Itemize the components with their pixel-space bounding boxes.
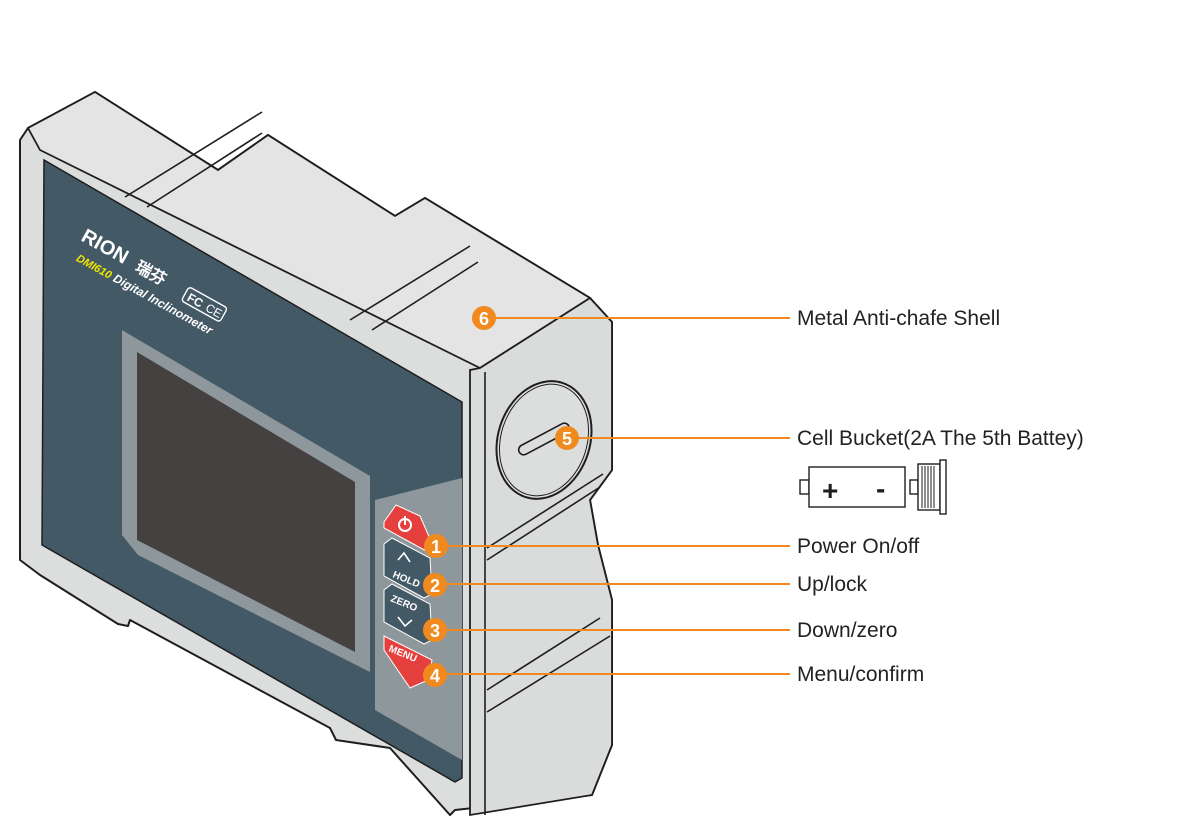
callout-badge-4: 4 [423,663,447,687]
fc-mark: FC [185,290,206,310]
callout-label-shell: Metal Anti-chafe Shell [797,307,1001,330]
callout-label-power: Power On/off [797,535,920,558]
callout-badge-2: 2 [423,573,447,597]
battery-cap-slot [517,422,571,456]
battery-cap-icon [917,463,941,511]
svg-text:3: 3 [430,621,440,641]
lcd-screen[interactable] [137,352,355,652]
svg-text:1: 1 [431,537,441,557]
menu-button[interactable]: MENU [383,635,433,689]
callout-badge-3: 3 [423,618,447,642]
callout-badge-6: 6 [472,306,496,330]
svg-text:5: 5 [562,429,572,449]
shell-top-face [26,90,592,370]
zero-button[interactable]: ZERO [383,583,433,645]
callout-label-battery: Cell Bucket(2A The 5th Battey) [797,427,1084,450]
callout-lines [432,317,790,675]
battery-icon: + - [799,459,947,515]
callout-label-menu: Menu/confirm [797,663,925,686]
battery-minus: - [876,473,885,504]
svg-text:6: 6 [479,309,489,329]
certification-mark [181,287,228,322]
chevron-up-icon [397,551,411,563]
callout-label-down: Down/zero [797,619,898,642]
callout-badge-1: 1 [424,534,448,558]
chevron-down-icon [397,616,413,628]
battery-plus: + [822,475,838,506]
callout-badge-5: 5 [555,426,579,450]
svg-text:2: 2 [430,576,440,596]
callout-label-up: Up/lock [797,573,868,596]
svg-text:4: 4 [430,666,440,686]
